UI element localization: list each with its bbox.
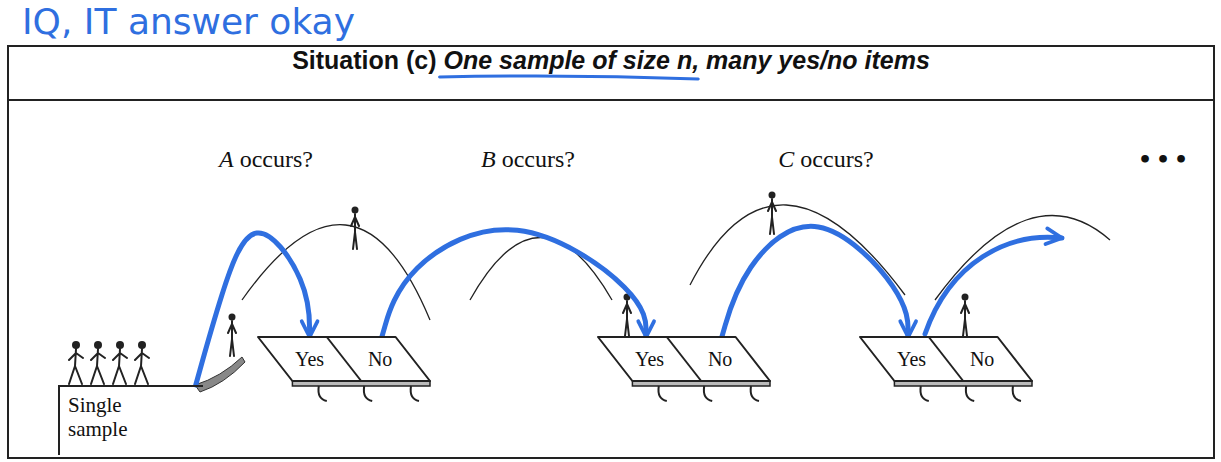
- item-question: C occurs?: [778, 144, 873, 174]
- jumper-figure: [768, 192, 776, 235]
- trampoline-leg: [704, 386, 712, 401]
- yes-label: Yes: [295, 347, 324, 371]
- trampoline-leg: [658, 386, 666, 401]
- runner-figure: [91, 341, 105, 384]
- trajectory-arc: [935, 216, 1110, 301]
- trampoline-leg: [364, 386, 372, 401]
- trampoline-leg: [920, 386, 928, 401]
- item-question: A occurs?: [219, 144, 313, 174]
- trampoline-divider: [667, 337, 701, 381]
- diving-platform: Single sample: [58, 385, 203, 455]
- trampoline-outline: [860, 337, 1032, 405]
- jumper-figure: [228, 314, 236, 357]
- trajectory-arc: [470, 238, 612, 301]
- trampoline-leg: [966, 386, 974, 401]
- platform-label: Single sample: [68, 393, 152, 441]
- yes-label: Yes: [635, 347, 664, 371]
- trampoline: Yes No: [860, 337, 1032, 381]
- ellipsis-mark: •••: [1138, 146, 1192, 174]
- yes-label: Yes: [897, 347, 926, 371]
- trampoline-leg: [411, 386, 419, 401]
- jumper-figure: [961, 294, 969, 337]
- trampoline-bed: [258, 337, 430, 381]
- runner-figure: [69, 341, 83, 384]
- jump-arrow: [382, 230, 646, 337]
- handwritten-note: IQ, IT answer okay: [22, 2, 355, 42]
- trampoline: Yes No: [598, 337, 770, 381]
- trampoline-bed: [598, 337, 770, 381]
- no-label: No: [708, 347, 732, 371]
- jump-arrow: [722, 226, 908, 337]
- no-label: No: [970, 347, 994, 371]
- trampoline-outline: [598, 337, 770, 405]
- item-question: B occurs?: [481, 144, 575, 174]
- runner-figure: [135, 341, 149, 384]
- trampoline-leg: [318, 386, 326, 401]
- jumper-figure: [623, 294, 631, 337]
- trampoline-divider: [929, 337, 963, 381]
- trampoline-leg: [751, 386, 759, 401]
- runner-figure: [113, 341, 127, 384]
- trajectory-arc: [690, 205, 905, 295]
- diagram-title: Situation (c) One sample of size n, many…: [8, 46, 1214, 100]
- trampoline: Yes No: [258, 337, 430, 381]
- header-rule: [8, 99, 1214, 101]
- outer-frame: [8, 46, 1214, 458]
- handwritten-underline: [440, 76, 699, 79]
- no-label: No: [368, 347, 392, 371]
- trampoline-leg: [1013, 386, 1021, 401]
- trampoline-bed: [860, 337, 1032, 381]
- trampoline-divider: [327, 337, 361, 381]
- trampoline-outline: [258, 337, 430, 405]
- jump-arrow: [925, 237, 1062, 334]
